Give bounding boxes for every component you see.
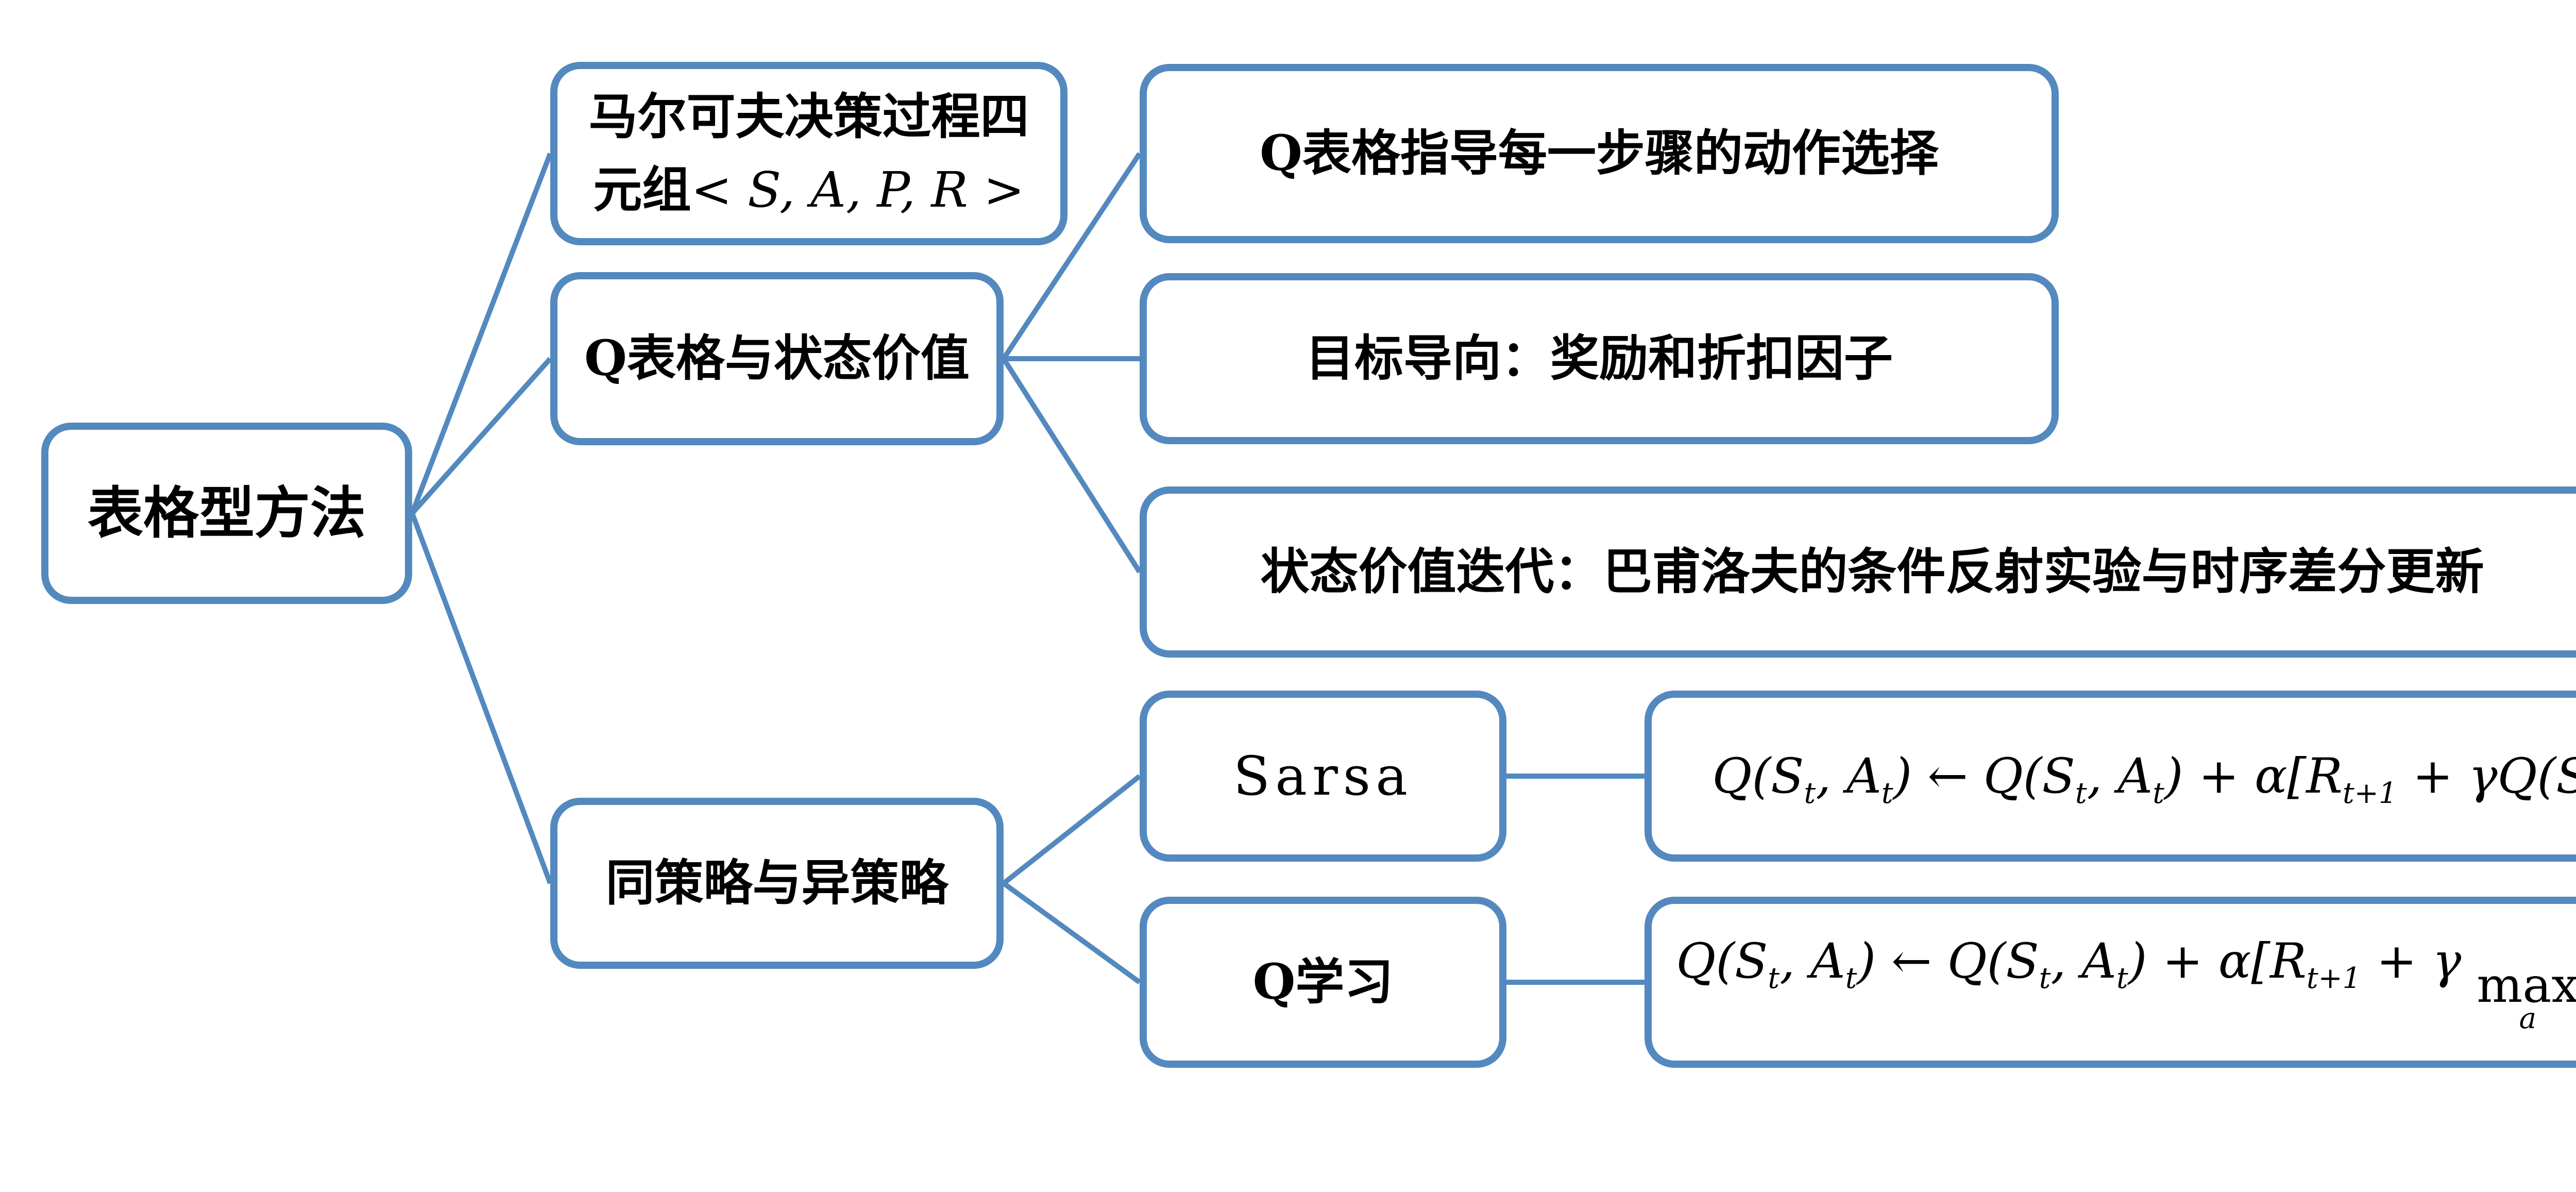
node-q-learning-label: Q学习 (1252, 953, 1394, 1011)
connector-root-onoff (410, 512, 553, 884)
node-state-value-iteration: 状态价值迭代：巴甫洛夫的条件反射实验与时序差分更新 (1140, 486, 2576, 658)
node-q-table-state-value: Q表格与状态价值 (550, 272, 1004, 445)
node-on-off-policy: 同策略与异策略 (550, 798, 1004, 969)
sarsa-formula-text: Q(St, At) ← Q(St, At) + α[Rt+1 + γQ(St+1… (1712, 748, 2576, 810)
node-goal-oriented-label: 目标导向：奖励和折扣因子 (1305, 329, 1893, 387)
node-on-off-policy-label: 同策略与异策略 (605, 854, 948, 912)
node-mdp-tuple-label: 马尔可夫决策过程四元组< S, A, P, R > (588, 88, 1029, 219)
node-state-value-iteration-label: 状态价值迭代：巴甫洛夫的条件反射实验与时序差分更新 (1260, 543, 2484, 600)
connector-root-mdp (410, 153, 553, 514)
node-action-selection: Q表格指导每一步骤的动作选择 (1140, 64, 2059, 243)
node-tabular-methods-label: 表格型方法 (87, 481, 366, 546)
node-q-table-state-value-label: Q表格与状态价值 (584, 329, 970, 387)
node-mdp-tuple: 马尔可夫决策过程四元组< S, A, P, R > (550, 62, 1067, 245)
connector-root-qtable (410, 357, 552, 515)
connector-qtable-action (1001, 152, 1142, 360)
node-goal-oriented: 目标导向：奖励和折扣因子 (1140, 273, 2059, 444)
connector-onoff-sarsa (1002, 774, 1142, 885)
node-sarsa: Sarsa (1140, 691, 1506, 862)
connector-onoff-qlearning (1002, 881, 1141, 985)
node-sarsa-label: Sarsa (1233, 745, 1413, 808)
connector-qtable-statevalue (1001, 357, 1142, 574)
node-q-learning: Q学习 (1140, 897, 1506, 1068)
node-action-selection-label: Q表格指导每一步骤的动作选择 (1260, 124, 1939, 182)
node-tabular-methods: 表格型方法 (41, 423, 412, 604)
node-sarsa-formula: Q(St, At) ← Q(St, At) + α[Rt+1 + γQ(St+1… (1645, 691, 2576, 862)
